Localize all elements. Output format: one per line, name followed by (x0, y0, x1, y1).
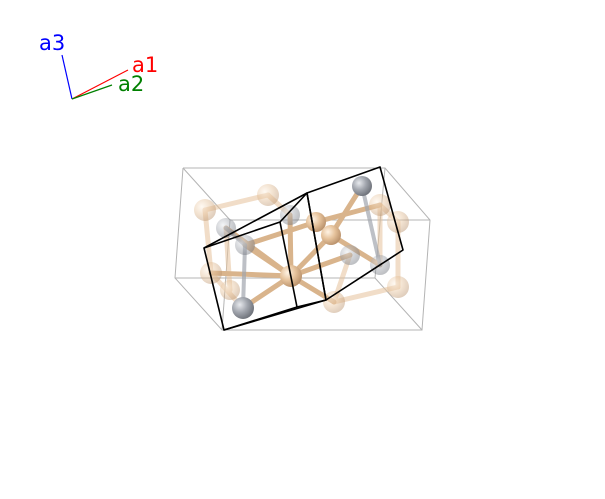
atom-tan[interactable] (323, 291, 345, 313)
atom-tan[interactable] (220, 280, 240, 300)
unit-cell-box (203, 166, 404, 331)
a2-axis (71, 84, 113, 100)
atom-tan[interactable] (194, 199, 216, 221)
a1-label: a1 (132, 53, 158, 77)
atom-grey[interactable] (352, 176, 372, 196)
a2-label: a2 (118, 72, 144, 96)
atom-grey[interactable] (280, 205, 300, 225)
atom-grey[interactable] (232, 297, 254, 319)
a3-label: a3 (39, 31, 65, 55)
atom-tan[interactable] (387, 211, 409, 233)
atom-tan[interactable] (321, 225, 341, 245)
atom-tan[interactable] (257, 184, 279, 206)
a1-axis (71, 69, 129, 100)
axes-triad: a3 a1 a2 (39, 31, 158, 100)
atom-grey[interactable] (216, 218, 236, 238)
atom-grey[interactable] (235, 235, 255, 255)
atom-grey[interactable] (340, 245, 360, 265)
atom-tan[interactable] (369, 194, 391, 216)
a3-axis (61, 54, 73, 100)
atom-tan[interactable] (200, 262, 222, 284)
atom-tan[interactable] (387, 276, 409, 298)
